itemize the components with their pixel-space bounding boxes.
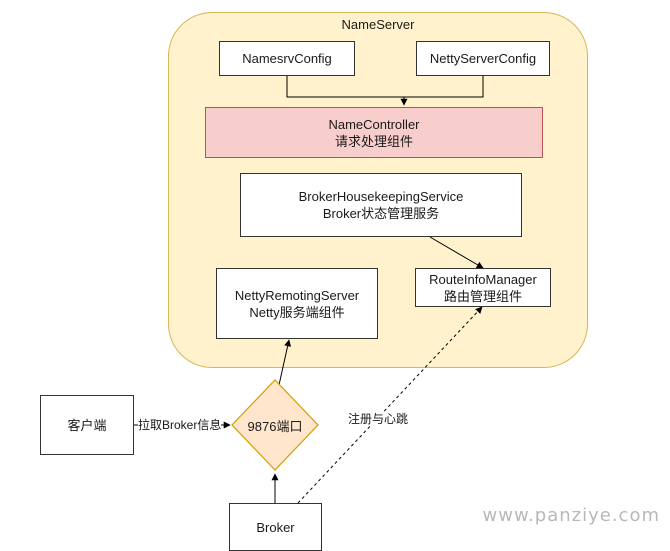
port-diamond [231, 379, 319, 471]
edge-label-register-heartbeat: 注册与心跳 [348, 412, 409, 426]
nettyremotingserver-line1: NettyRemotingServer [234, 287, 360, 303]
edge-port-to-nettyremoting [278, 339, 292, 386]
edge-broker-to-routeinfo [297, 306, 483, 504]
namesrvconfig-box: NamesrvConfig [219, 41, 355, 76]
broker-box: Broker [229, 503, 322, 551]
namecontroller-line1: NameController [328, 116, 420, 132]
port-label: 9876端口 [247, 418, 303, 434]
routeinfomanager-box: RouteInfoManager 路由管理组件 [415, 268, 551, 307]
nettyserverconfig-box: NettyServerConfig [416, 41, 550, 76]
edge-nettyserverconfig-to-namecontroller [404, 75, 484, 98]
nettyremotingserver-box: NettyRemotingServer Netty服务端组件 [216, 268, 378, 339]
broker-label: Broker [256, 520, 295, 535]
routeinfomanager-line2: 路由管理组件 [443, 288, 522, 304]
brokerhousekeeping-box: BrokerHousekeepingService Broker状态管理服务 [240, 173, 522, 237]
edge-housekeeping-to-routeinfo [429, 236, 484, 269]
brokerhousekeeping-line2: Broker状态管理服务 [322, 206, 440, 221]
namesrvconfig-label: NamesrvConfig [242, 51, 332, 66]
client-box: 客户端 [40, 395, 134, 455]
nettyserverconfig-label: NettyServerConfig [429, 51, 537, 66]
edge-label-pull-broker-info: 拉取Broker信息 [138, 418, 222, 432]
brokerhousekeeping-line1: BrokerHousekeepingService [298, 189, 464, 204]
namecontroller-box: NameController 请求处理组件 [205, 107, 543, 158]
namecontroller-line2: 请求处理组件 [334, 133, 413, 149]
routeinfomanager-line1: RouteInfoManager [429, 271, 537, 287]
nameserver-title: NameServer [341, 17, 415, 32]
client-label: 客户端 [67, 417, 107, 433]
nettyremotingserver-line2: Netty服务端组件 [249, 304, 345, 320]
edge-namesrvconfig-to-namecontroller [286, 75, 408, 106]
watermark: www.panziye.com [482, 505, 660, 526]
